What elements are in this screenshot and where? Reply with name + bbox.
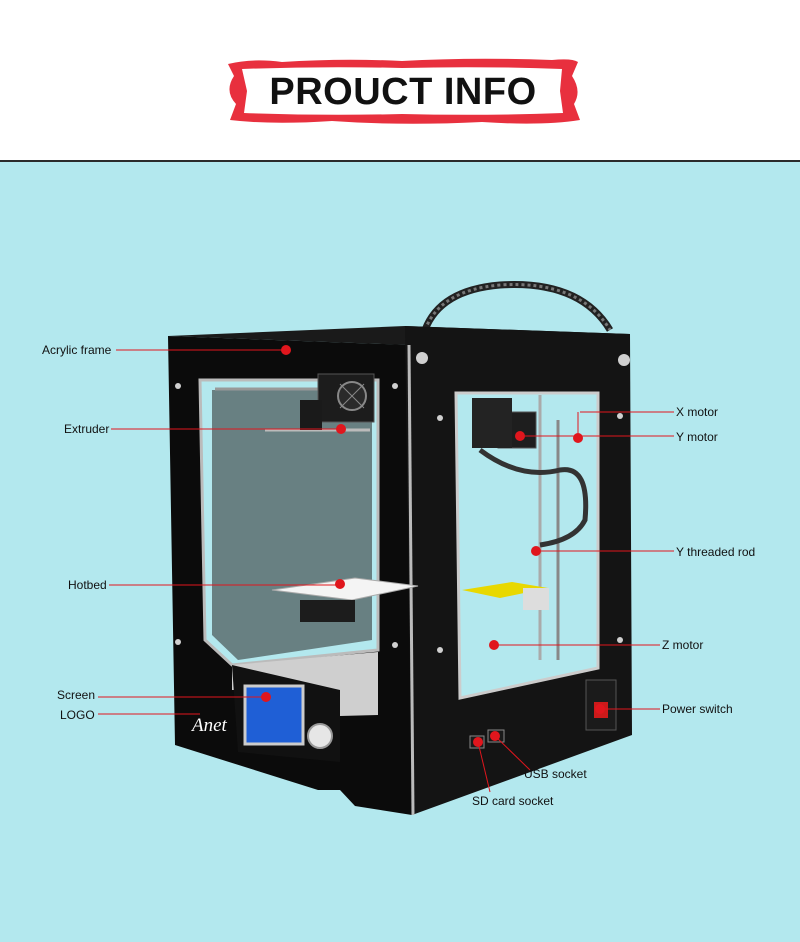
marker-usb-socket	[490, 731, 500, 741]
brand-logo: Anet	[190, 715, 228, 736]
page-title: PROUCT INFO	[269, 71, 537, 113]
callout-z-motor: Z motor	[662, 638, 704, 652]
product-scene: Anet	[0, 162, 800, 942]
header: PROUCT INFO	[0, 0, 800, 160]
callout-x-motor: X motor	[676, 405, 719, 419]
marker-screen	[261, 692, 271, 702]
callout-acrylic-frame: Acrylic frame	[42, 343, 112, 357]
banner-brush-frame	[228, 58, 580, 124]
top-cable	[421, 281, 614, 332]
marker-acrylic-frame	[281, 345, 291, 355]
marker-sd-card-socket	[473, 737, 483, 747]
side-panel	[405, 326, 632, 815]
hotbed	[271, 577, 419, 601]
marker-hotbed	[335, 579, 345, 589]
divider	[0, 160, 800, 162]
marker-power-switch	[595, 704, 605, 714]
callout-power-switch: Power switch	[662, 702, 733, 716]
callout-hotbed: Hotbed	[68, 578, 107, 592]
marker-extruder	[336, 424, 346, 434]
callout-usb-socket: USB socket	[524, 767, 587, 781]
printer-illustration: Anet	[98, 281, 674, 816]
callout-screen: Screen	[57, 688, 96, 702]
marker-y-threaded-rod	[531, 546, 541, 556]
control-knob	[307, 723, 333, 749]
callout-sd-card-socket: SD card socket	[472, 794, 554, 808]
callout-y-motor: Y motor	[676, 430, 718, 444]
callout-y-threaded-rod: Y threaded rod	[676, 545, 756, 559]
callout-logo: LOGO	[60, 708, 95, 722]
lcd-screen	[243, 684, 305, 746]
marker-z-motor	[489, 640, 499, 650]
marker-y-motor	[515, 431, 525, 441]
callout-extruder: Extruder	[64, 422, 110, 436]
marker-x-motor	[573, 433, 583, 443]
